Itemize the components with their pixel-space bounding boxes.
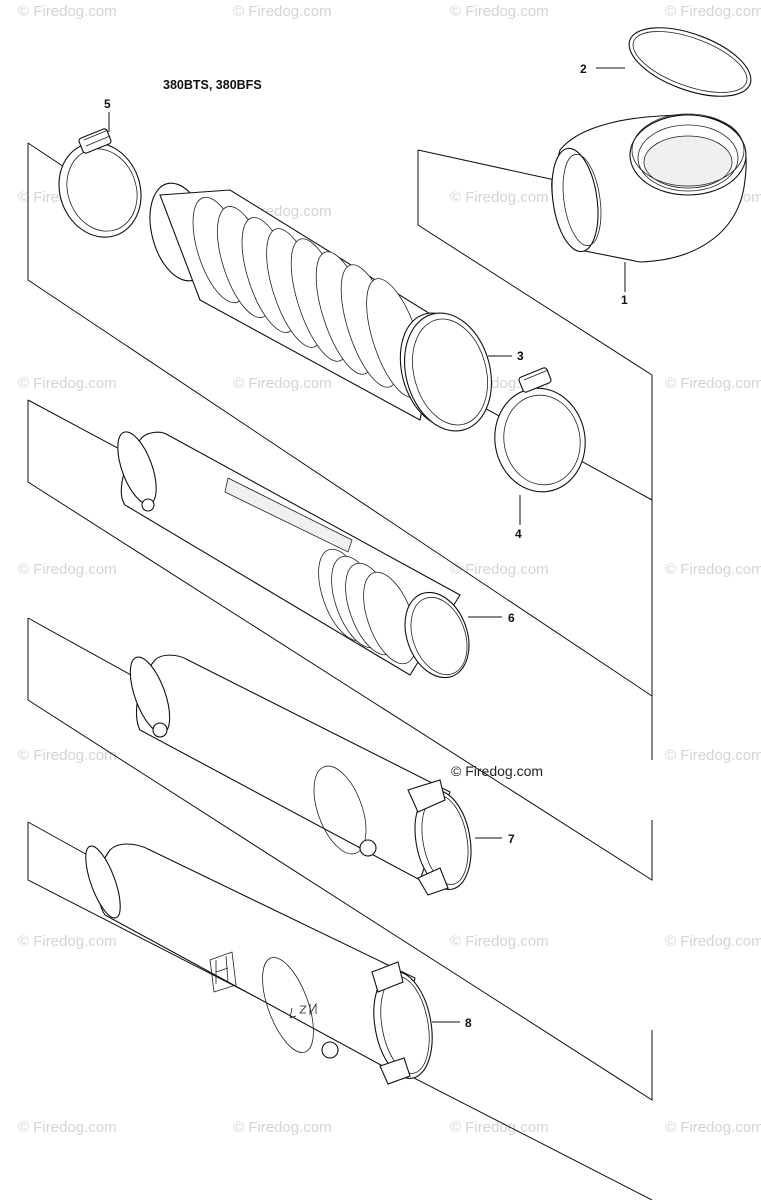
watermark: © Firedog.com: [18, 375, 117, 392]
watermark: © Firedog.com: [18, 561, 117, 578]
callout-5: 5: [104, 97, 111, 111]
ring-part-3[interactable]: [392, 303, 504, 441]
callout-2: 2: [580, 62, 587, 76]
o-ring-part-2[interactable]: [620, 14, 759, 110]
watermark: © Firedog.com: [18, 933, 117, 950]
watermark: © Firedog.com: [450, 189, 549, 206]
watermark: © Firedog.com: [450, 3, 549, 20]
watermark: © Firedog.com: [18, 747, 117, 764]
watermark: © Firedog.com: [665, 1119, 761, 1136]
tube-part-8[interactable]: [79, 842, 440, 1085]
callout-6: 6: [508, 611, 515, 625]
callout-3: 3: [517, 349, 524, 363]
assembly-frame-8: [27, 822, 653, 1200]
watermark: © Firedog.com: [450, 561, 549, 578]
copyright-text: © Firedog.com: [451, 763, 543, 779]
watermark: © Firedog.com: [665, 561, 761, 578]
hose-clamp-part-5[interactable]: [46, 128, 154, 249]
watermark: © Firedog.com: [450, 933, 549, 950]
watermark: © Firedog.com: [665, 375, 761, 392]
model-label: 380BTS, 380BFS: [163, 78, 262, 92]
watermark: © Firedog.com: [233, 3, 332, 20]
brand-logo: [209, 951, 237, 993]
tube-part-7[interactable]: [122, 652, 478, 896]
tube-part-6[interactable]: [110, 427, 480, 686]
frame-edge: [27, 617, 141, 681]
watermark: © Firedog.com: [665, 3, 761, 20]
watermark: © Firedog.com: [450, 1119, 549, 1136]
elbow-part-1[interactable]: [546, 113, 747, 263]
frame-edge: [417, 149, 556, 181]
watermark: © Firedog.com: [665, 933, 761, 950]
watermark: © Firedog.com: [18, 1119, 117, 1136]
assembly-frame-7: [27, 618, 653, 1101]
watermark: © Firedog.com: [233, 375, 332, 392]
callout-7: 7: [508, 832, 515, 846]
watermark: © Firedog.com: [233, 1119, 332, 1136]
lsn-marking: [289, 1002, 317, 1019]
assembly-frame-6: [27, 400, 653, 881]
hose-clamp-part-4[interactable]: [487, 367, 594, 499]
callout-8: 8: [465, 1016, 472, 1030]
watermark: © Firedog.com: [665, 747, 761, 764]
assembly-frame-right: [417, 150, 653, 760]
watermark: © Firedog.com: [18, 3, 117, 20]
callout-4: 4: [515, 527, 522, 541]
callout-1: 1: [621, 293, 628, 307]
